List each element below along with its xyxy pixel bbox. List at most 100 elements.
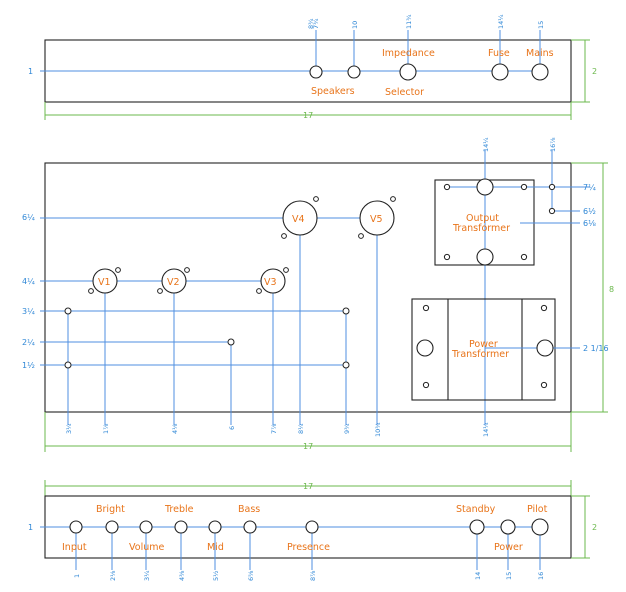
fuse-label: Fuse [488,48,510,59]
mid-pot-hole [208,520,222,534]
socket-v1-hole [92,268,118,294]
pt-mount-c [540,304,548,312]
volume-label: Volume [129,542,164,553]
bottom-dim-b9: 14¼ [482,422,490,437]
power-transformer-outline [411,298,556,401]
rear-panel: 1 7¾ 8¾ 10 11¾ 14¼ 15 Impedance Fuse Mai… [28,14,597,120]
pt-mount-b [422,381,430,389]
power-transformer-label-2: Transformer [451,349,509,360]
standby-switch-hole [469,519,485,535]
pilot-light-hole [531,518,549,536]
input-label: Input [62,542,87,553]
front-width-dim: 17 [303,482,313,491]
socket-v1-screw-b [88,288,94,294]
pilot-label: Pilot [527,504,548,515]
top-dim-t1: 14¼ [482,137,490,152]
bright-label: Bright [96,504,125,515]
mid-label: Mid [207,542,224,553]
left-dim-r3: 3¼ [22,307,35,316]
ot-side-hole-a [548,183,556,191]
chassis-width-dim: 17 [303,442,313,451]
front-dim-d6: 6⅝ [247,570,255,581]
front-dim-d7: 8⅞ [309,570,317,581]
ref-hole-b [64,361,72,369]
pt-wire-hole-right [536,339,554,357]
ref-hole-d [342,307,350,315]
ref-hole-a [64,307,72,315]
bass-label: Bass [238,504,260,515]
tube-v2-label: V2 [167,277,180,288]
rear-height-dim: 2 [592,67,597,76]
volume-pot-hole [139,520,153,534]
impedance-selector-hole [399,63,417,81]
ref-hole-e [342,361,350,369]
socket-v4-screw-b [281,233,287,239]
power-label: Power [494,542,523,553]
top-dim-t2: 16⅞ [549,137,557,152]
bright-switch-hole [105,520,119,534]
rear-dim-h3: 10 [351,21,359,29]
ref-hole-c [227,338,235,346]
tube-socket-v2: V2 [157,267,190,294]
chassis-height-dim: 8 [609,285,614,294]
presence-pot-hole [305,520,319,534]
power-switch-hole [500,519,516,535]
tube-v4-label: V4 [292,214,305,225]
front-height-dim: 2 [592,523,597,532]
mains-label: Mains [526,48,554,59]
fuse-holder-hole [491,63,509,81]
tube-v1-label: V1 [98,277,111,288]
pt-mount-d [540,381,548,389]
treble-label: Treble [164,504,194,515]
bottom-dim-b6: 8¼ [297,423,305,434]
input-jack-hole [69,520,83,534]
front-dim-d3: 3¼ [143,570,151,581]
ot-mount-c [443,253,451,261]
front-dim-d1: 1 [73,574,81,578]
bottom-dim-b1: 3¼ [65,423,73,434]
front-panel: 17 1 2 Bright Treble Bass Stand [28,480,597,581]
ot-wire-hole-bottom [476,248,494,266]
rear-row-dim: 1 [28,67,33,76]
front-dim-d2: 2⅛ [109,570,117,581]
front-row-dim: 1 [28,523,33,532]
pt-wire-hole-left [416,339,434,357]
front-dim-d5: 5½ [212,571,220,581]
ot-side-hole-b [548,207,556,215]
left-dim-r5: 1½ [22,361,35,370]
tube-socket-v1: V1 [88,267,121,294]
speakers-jack-a [309,65,323,79]
power-transformer: Power Transformer [411,298,580,401]
front-dim-d10: 16 [537,572,545,580]
speakers-label: Speakers [311,86,355,97]
socket-v3-hole [260,268,286,294]
standby-label: Standby [456,504,496,515]
left-dim-r1: 6¼ [22,213,35,222]
front-dim-d4: 4⅜ [178,570,186,581]
left-dim-r2: 4¼ [22,277,35,286]
output-transformer: Output Transformer [434,178,590,266]
socket-v1-screw-a [115,267,121,273]
socket-v3-screw-b [256,288,262,294]
right-dim-r4: 2 1/16 [583,344,609,353]
left-dim-r4: 2¼ [22,338,35,347]
impedance-label: Impedance [382,48,435,59]
tube-socket-v4: V4 [281,196,319,239]
presence-label: Presence [287,542,330,553]
socket-v2-hole [161,268,187,294]
chassis-top-view: 6¼ 4¼ 3¼ 2¼ 1½ 3¼ 1⅞ 4⅛ 6 7⅞ 8¼ 9¾ 10¾ 1… [22,137,614,452]
tube-v5-label: V5 [370,214,383,225]
socket-v5-hole [359,200,395,236]
rear-dim-h5: 14¼ [497,14,505,29]
bottom-dim-b2: 1⅞ [102,423,110,434]
socket-v2-screw-a [184,267,190,273]
tube-socket-v5: V5 [358,196,396,239]
rear-width-dim: 17 [303,111,313,120]
ot-mount-d [520,253,528,261]
pt-mount-a [422,304,430,312]
treble-pot-hole [174,520,188,534]
bass-pot-hole [243,520,257,534]
tube-socket-v3: V3 [256,267,289,294]
power-transformer-label-1: Power [469,339,498,350]
